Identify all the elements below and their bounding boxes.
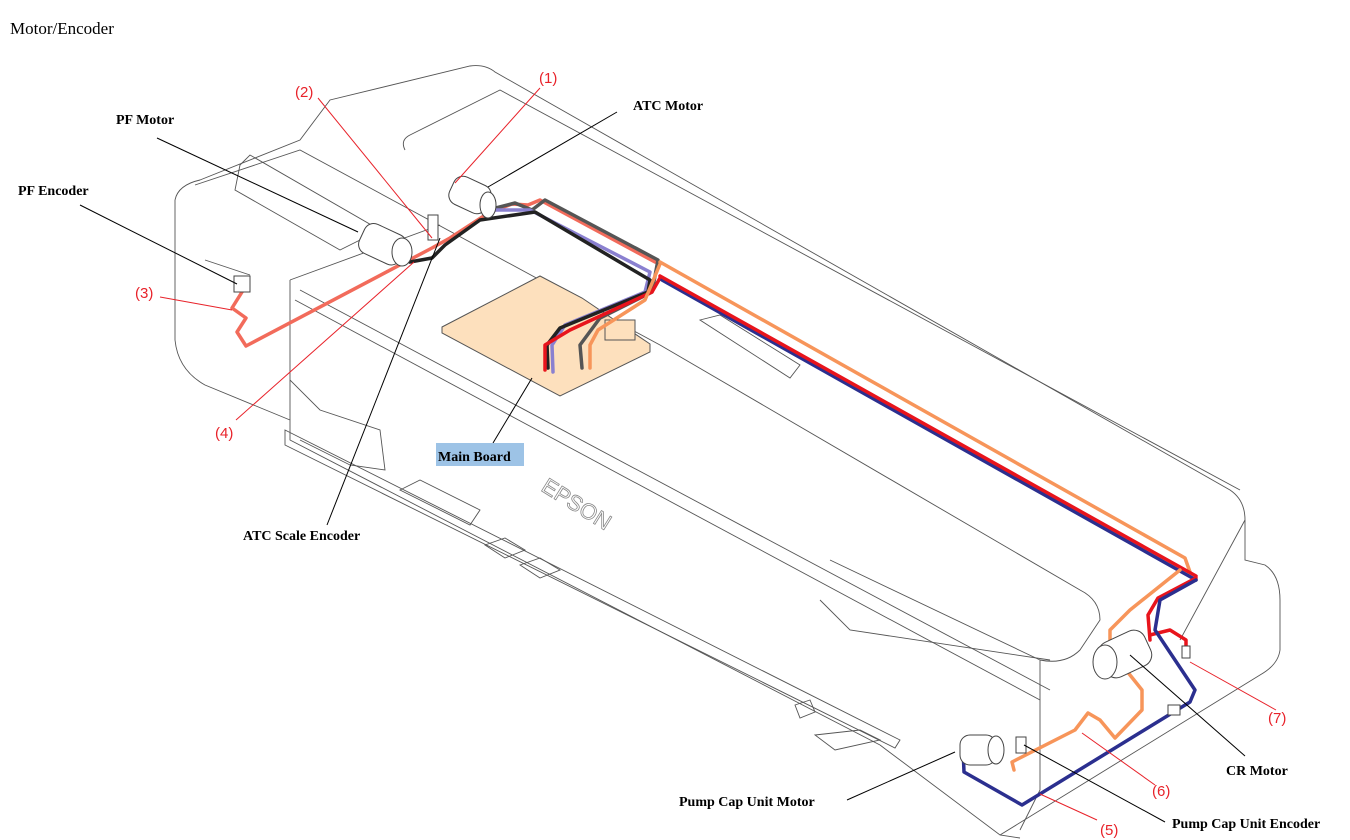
cable-orange-board [588, 262, 662, 370]
label-pump-cap-unit-encoder: Pump Cap Unit Encoder [1172, 817, 1320, 832]
label-atc-motor: ATC Motor [633, 99, 703, 114]
cable-orange-cr [1010, 568, 1182, 772]
cable-red-long [658, 274, 1198, 578]
leader-lines [79, 87, 1277, 823]
callout-1: (1) [539, 70, 557, 87]
page-title: Motor/Encoder [10, 19, 114, 38]
cable-red-board [543, 276, 662, 372]
cable-pf-encoder [230, 198, 657, 348]
cable-navy-long [660, 278, 1198, 582]
main-board-pcb [441, 275, 651, 397]
label-pf-encoder: PF Encoder [18, 184, 89, 199]
main-board-highlight [436, 443, 524, 466]
callout-3: (3) [135, 285, 153, 302]
pf-motor [358, 222, 413, 267]
cable-orange-long [658, 260, 1192, 574]
atc-scale-encoder [427, 214, 439, 241]
epson-logo: EPSON [537, 473, 616, 535]
label-cr-motor: CR Motor [1226, 764, 1288, 779]
label-atc-scale-encoder: ATC Scale Encoder [243, 529, 360, 544]
pump-cap-unit-encoder [1015, 736, 1027, 754]
pf-encoder [233, 275, 251, 293]
callout-5: (5) [1100, 822, 1118, 839]
callout-2: (2) [295, 84, 313, 101]
cable-red-cr [1146, 576, 1198, 652]
cable-navy-pump [961, 578, 1198, 807]
board-connector [604, 319, 636, 341]
cables [230, 188, 1198, 807]
cable-gray [486, 198, 660, 370]
label-pf-motor: PF Motor [116, 113, 174, 128]
callout-6: (6) [1152, 783, 1170, 800]
callout-4: (4) [215, 425, 233, 442]
cr-connector [1181, 645, 1191, 659]
label-main-board: Main Board [438, 450, 511, 465]
cable-black [408, 210, 652, 370]
pump-connector [1167, 704, 1181, 716]
callout-7: (7) [1268, 710, 1286, 727]
cr-motor [1092, 629, 1153, 680]
pump-cap-unit-motor [959, 734, 1005, 766]
label-pump-cap-unit-motor: Pump Cap Unit Motor [679, 795, 815, 810]
atc-motor [448, 175, 497, 219]
printer-outline [174, 65, 1281, 839]
